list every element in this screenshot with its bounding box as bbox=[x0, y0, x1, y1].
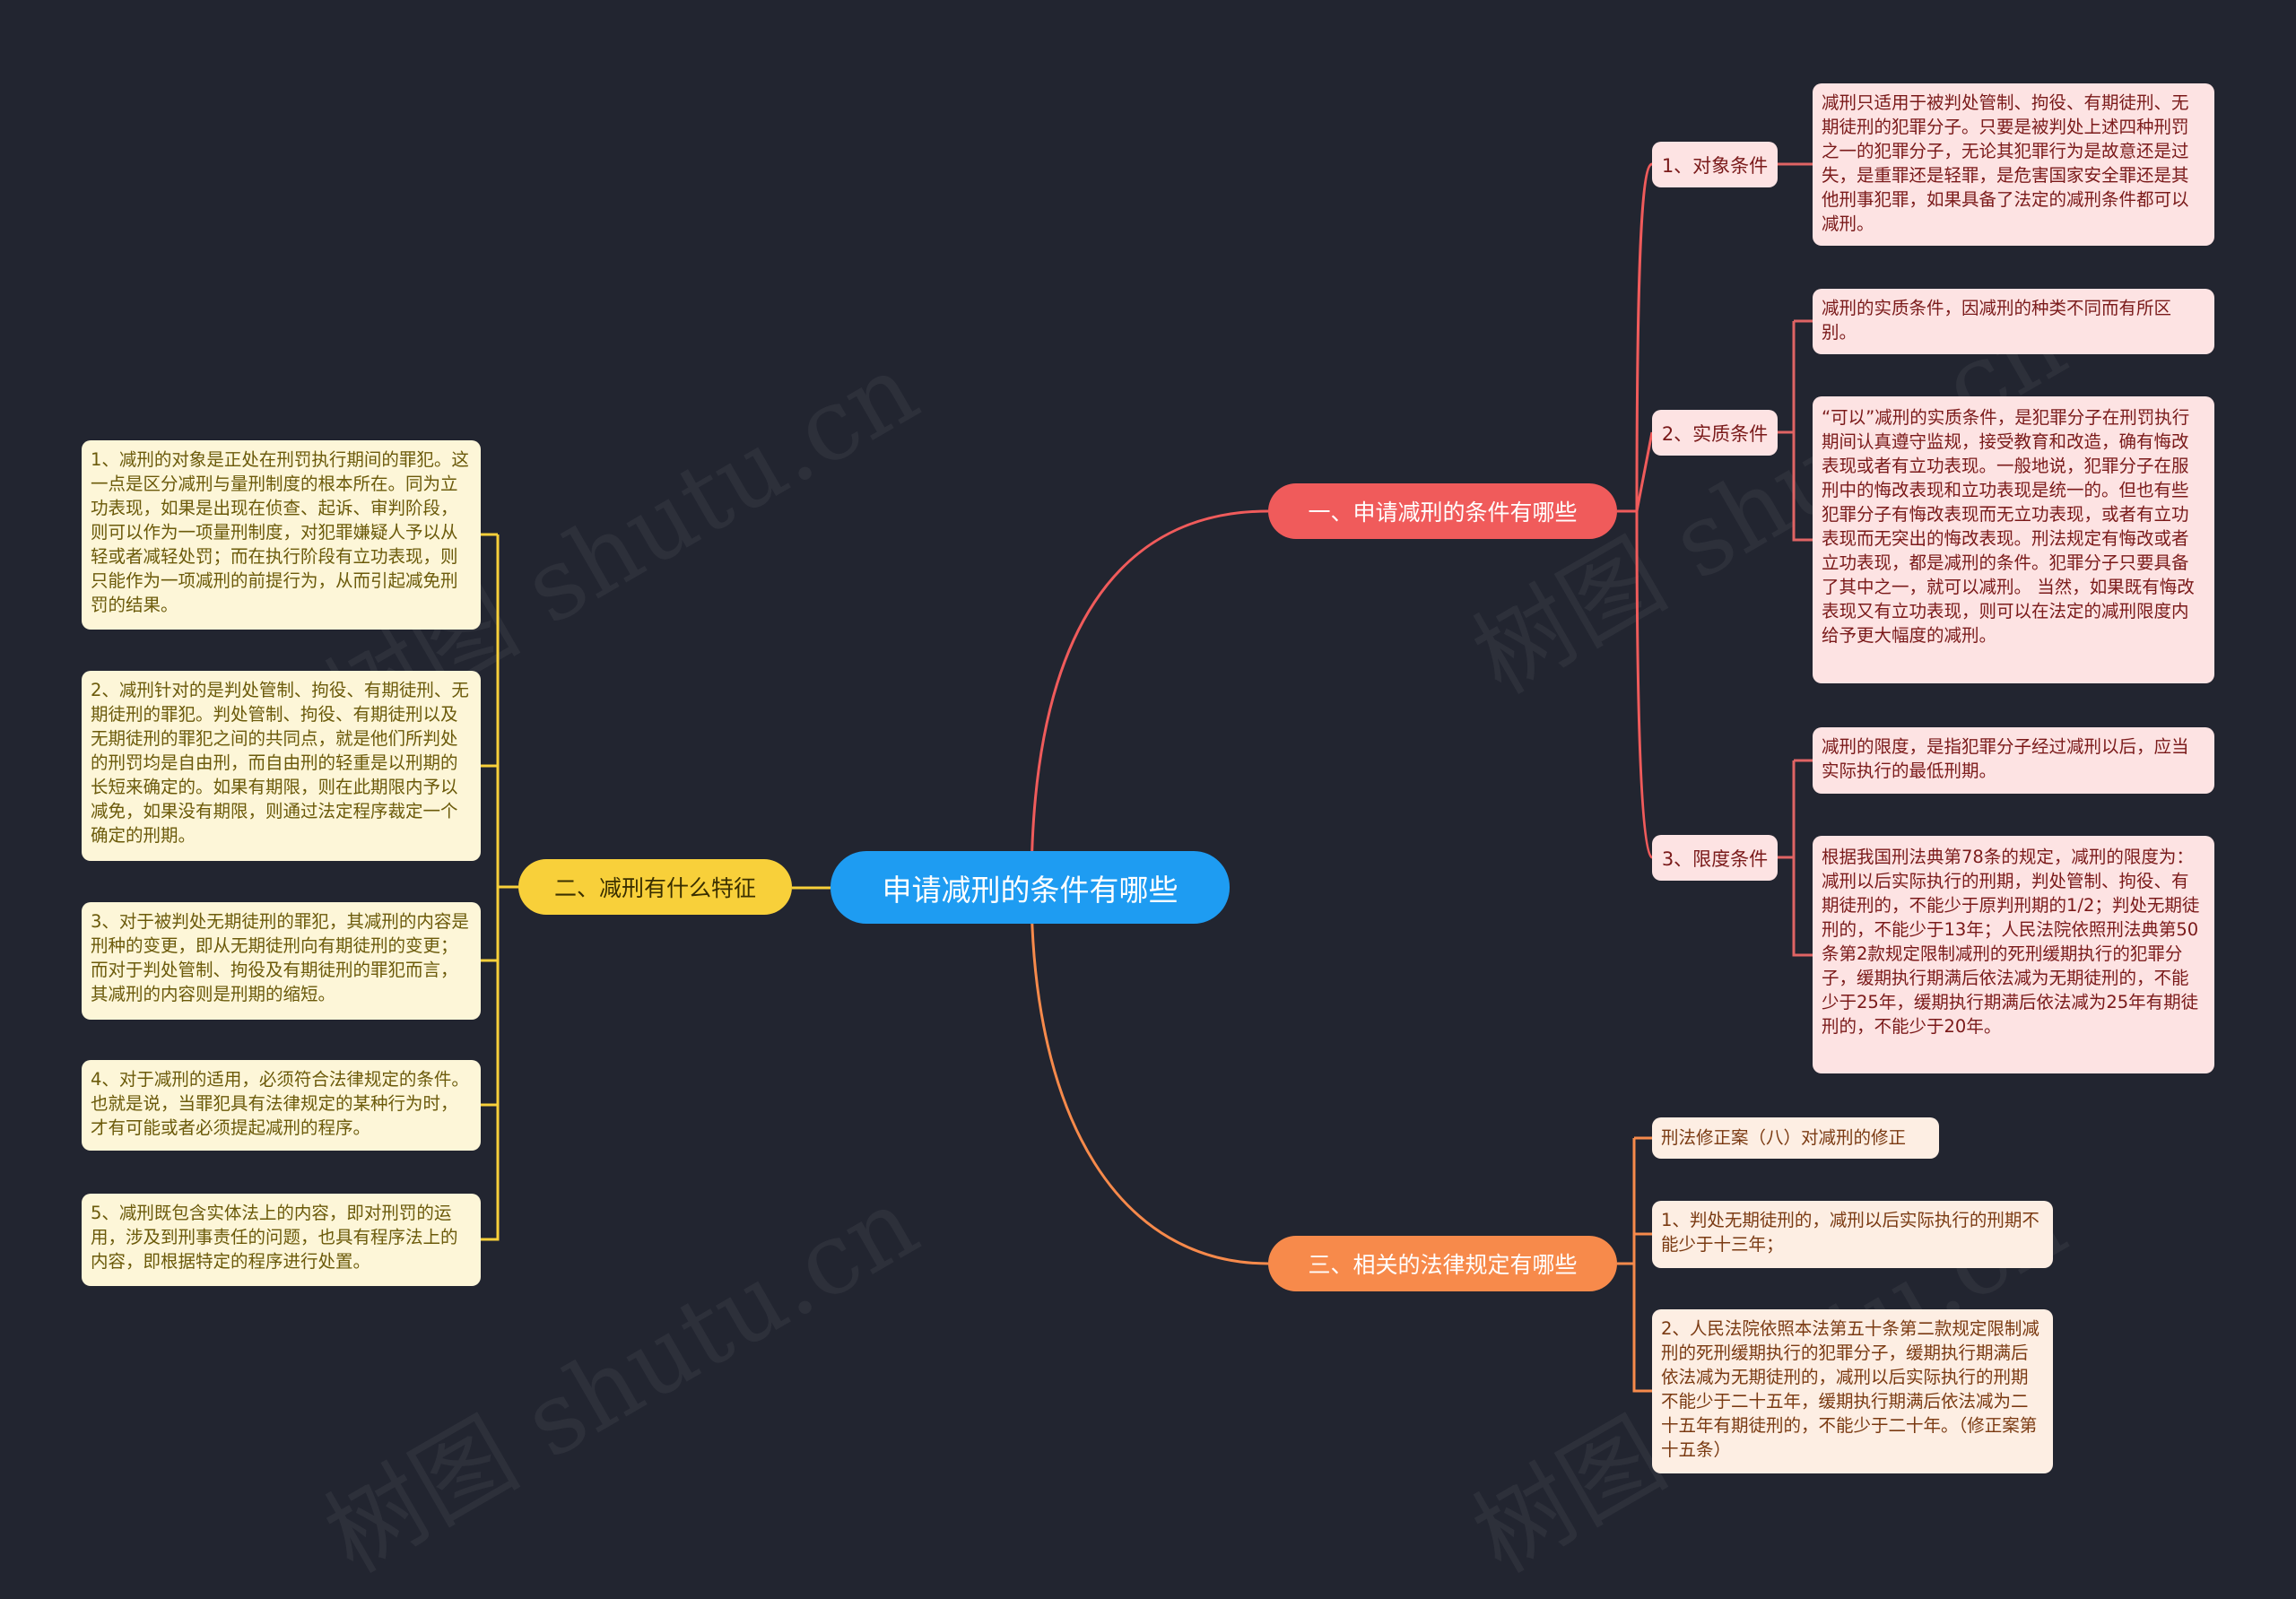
leaf-feature-4[interactable]: 4、对于减刑的适用，必须符合法律规定的条件。也就是说，当罪犯具有法律规定的某种行… bbox=[82, 1060, 481, 1151]
connector-lines bbox=[481, 162, 1813, 1393]
branch-legal-provisions[interactable]: 三、相关的法律规定有哪些 bbox=[1268, 1236, 1617, 1291]
leaf-amendment-title[interactable]: 刑法修正案（八）对减刑的修正 bbox=[1652, 1117, 1939, 1159]
subtopic-limit-condition[interactable]: 3、限度条件 bbox=[1652, 835, 1778, 881]
leaf-amendment-item-2[interactable]: 2、人民法院依照本法第五十条第二款规定限制减刑的死刑缓期执行的犯罪分子，缓期执行… bbox=[1652, 1309, 2053, 1473]
branch-features[interactable]: 二、减刑有什么特征 bbox=[518, 859, 792, 915]
leaf-feature-1[interactable]: 1、减刑的对象是正处在刑罚执行期间的罪犯。这一点是区分减刑与量刑制度的根本所在。… bbox=[82, 440, 481, 630]
subtopic-substantive-condition[interactable]: 2、实质条件 bbox=[1652, 410, 1778, 456]
leaf-substantive-intro[interactable]: 减刑的实质条件，因减刑的种类不同而有所区别。 bbox=[1813, 289, 2214, 354]
leaf-object-condition[interactable]: 减刑只适用于被判处管制、拘役、有期徒刑、无期徒刑的犯罪分子。只要是被判处上述四种… bbox=[1813, 83, 2214, 246]
leaf-feature-5[interactable]: 5、减刑既包含实体法上的内容，即对刑罚的运用，涉及到刑事责任的问题，也具有程序法… bbox=[82, 1194, 481, 1286]
leaf-amendment-item-1[interactable]: 1、判处无期徒刑的，减刑以后实际执行的刑期不能少于十三年； bbox=[1652, 1201, 2053, 1268]
leaf-limit-intro[interactable]: 减刑的限度，是指犯罪分子经过减刑以后，应当实际执行的最低刑期。 bbox=[1813, 727, 2214, 794]
leaf-feature-2[interactable]: 2、减刑针对的是判处管制、拘役、有期徒刑、无期徒刑的罪犯。判处管制、拘役、有期徒… bbox=[82, 671, 481, 861]
central-topic[interactable]: 申请减刑的条件有哪些 bbox=[831, 851, 1230, 924]
branch-conditions[interactable]: 一、申请减刑的条件有哪些 bbox=[1268, 483, 1617, 539]
leaf-feature-3[interactable]: 3、对于被判处无期徒刑的罪犯，其减刑的内容是刑种的变更，即从无期徒刑向有期徒刑的… bbox=[82, 902, 481, 1020]
leaf-substantive-detail[interactable]: “可以”减刑的实质条件，是犯罪分子在刑罚执行期间认真遵守监规，接受教育和改造，确… bbox=[1813, 396, 2214, 683]
leaf-limit-detail[interactable]: 根据我国刑法典第78条的规定，减刑的限度为：减刑以后实际执行的刑期，判处管制、拘… bbox=[1813, 836, 2214, 1073]
subtopic-object-condition[interactable]: 1、对象条件 bbox=[1652, 142, 1778, 187]
